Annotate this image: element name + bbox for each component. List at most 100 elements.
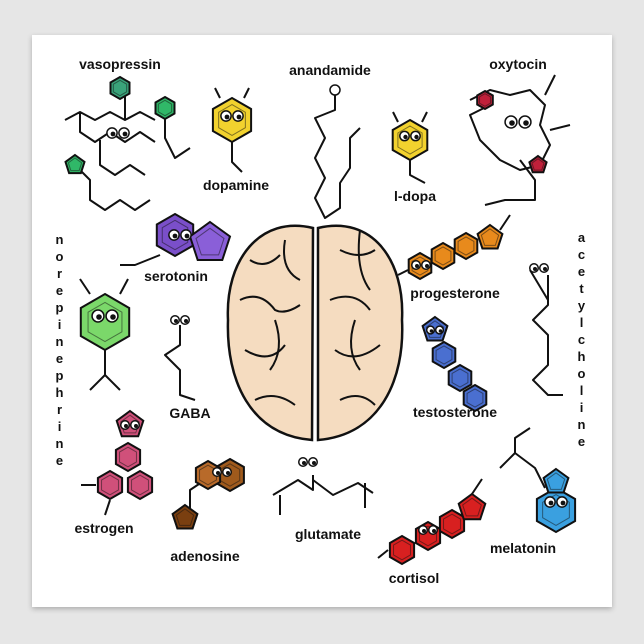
brain-right-hemisphere bbox=[316, 224, 404, 442]
estrogen-ring bbox=[126, 469, 154, 501]
estrogen-ring-inner bbox=[119, 446, 137, 468]
oxytocin-pupil bbox=[523, 120, 529, 126]
label-serotonin: serotonin bbox=[144, 268, 208, 284]
serotonin-skeleton bbox=[120, 254, 161, 266]
testosterone-ring-inner bbox=[425, 320, 445, 338]
l-dopa-ring-inner bbox=[397, 125, 423, 155]
acetylcholine-pupil bbox=[543, 267, 547, 271]
vasopressin-ring-1-inner bbox=[112, 79, 128, 97]
brain-fold bbox=[339, 395, 376, 406]
oxytocin-skeleton bbox=[469, 74, 571, 206]
brain-fold bbox=[334, 344, 381, 358]
progesterone-pupil bbox=[415, 264, 419, 268]
testosterone-ring bbox=[431, 340, 457, 370]
brain-fold bbox=[239, 295, 301, 313]
melatonin-pupil bbox=[548, 500, 554, 506]
brain-left-hemisphere bbox=[226, 224, 315, 442]
brain-fold bbox=[283, 239, 301, 281]
vasopressin-pupil bbox=[110, 131, 116, 137]
serotonin-pupil bbox=[184, 233, 190, 239]
l-dopa-pupil bbox=[414, 134, 419, 140]
label-norepinephrine: norepinephrine bbox=[52, 232, 67, 470]
adenosine-ring-3-inner bbox=[175, 508, 195, 526]
acetylcholine-skeleton bbox=[529, 269, 563, 396]
progesterone-ring-inner bbox=[480, 228, 500, 246]
label-anandamide: anandamide bbox=[289, 62, 371, 78]
estrogen-ring bbox=[114, 441, 142, 473]
progesterone-ring-inner bbox=[457, 236, 475, 256]
estrogen-ring-inner bbox=[131, 474, 149, 496]
brain-fold bbox=[357, 229, 371, 291]
oxytocin-pupil bbox=[509, 120, 515, 126]
cortisol-skeleton bbox=[377, 478, 483, 559]
testosterone-ring-inner bbox=[466, 388, 484, 408]
l-dopa-pupil bbox=[403, 134, 408, 140]
glutamate-pupil bbox=[302, 461, 306, 465]
testosterone-ring-inner bbox=[451, 368, 469, 388]
brain-fold bbox=[244, 344, 286, 358]
serotonin-ring-2-inner bbox=[195, 227, 225, 256]
label-l-dopa: l-dopa bbox=[394, 188, 436, 204]
brain-fold bbox=[269, 319, 280, 371]
testosterone-ring bbox=[462, 383, 488, 413]
gaba-skeleton bbox=[164, 325, 196, 401]
brain-fold bbox=[249, 254, 281, 265]
melatonin-ring-2-inner bbox=[546, 472, 566, 490]
label-estrogen: estrogen bbox=[74, 520, 134, 536]
oxytocin-ring-2-inner bbox=[531, 158, 545, 171]
label-acetylcholine: acetylcholine bbox=[574, 230, 589, 451]
glutamate-pupil bbox=[312, 461, 316, 465]
dopamine-skeleton bbox=[214, 87, 250, 173]
vasopressin-ring-3-inner bbox=[67, 157, 83, 172]
progesterone-ring-inner bbox=[434, 246, 452, 266]
testosterone-pupil bbox=[438, 329, 443, 333]
estrogen-pupil bbox=[134, 424, 138, 428]
dopamine-pupil bbox=[236, 114, 242, 120]
norepinephrine-ring-inner bbox=[87, 301, 123, 343]
cortisol-ring-inner bbox=[393, 539, 411, 561]
brain-fold bbox=[329, 295, 371, 311]
serotonin-pupil bbox=[172, 233, 178, 239]
gaba-pupil bbox=[184, 319, 188, 323]
label-adenosine: adenosine bbox=[170, 548, 240, 564]
cortisol-ring-inner bbox=[462, 497, 482, 517]
label-oxytocin: oxytocin bbox=[489, 56, 547, 72]
anandamide-eye bbox=[329, 84, 341, 96]
label-cortisol: cortisol bbox=[388, 570, 440, 586]
vasopressin-ring-2-inner bbox=[157, 99, 173, 117]
cortisol-pupil bbox=[422, 529, 426, 533]
testosterone-pupil bbox=[429, 329, 434, 333]
anandamide-skeleton bbox=[314, 95, 361, 219]
estrogen-ring bbox=[96, 469, 124, 501]
label-vasopressin: vasopressin bbox=[79, 56, 161, 72]
gaba-pupil bbox=[174, 319, 178, 323]
brain-fold bbox=[254, 395, 296, 406]
progesterone-ring bbox=[453, 231, 479, 261]
melatonin-ring-inner bbox=[542, 494, 570, 526]
norepinephrine-pupil bbox=[110, 314, 116, 320]
testosterone-ring bbox=[447, 363, 473, 393]
acetylcholine-pupil bbox=[533, 267, 537, 271]
label-glutamate: glutamate bbox=[294, 526, 362, 542]
label-gaba: GABA bbox=[169, 405, 211, 421]
melatonin-pupil bbox=[560, 500, 566, 506]
estrogen-ring-inner bbox=[101, 474, 119, 496]
estrogen-skeleton bbox=[81, 484, 111, 516]
label-melatonin: melatonin bbox=[489, 540, 557, 556]
progesterone-pupil bbox=[425, 264, 429, 268]
cortisol-ring-inner bbox=[443, 513, 461, 535]
glutamate-skeleton bbox=[272, 475, 374, 515]
norepinephrine-skeleton bbox=[79, 278, 129, 391]
cortisol-pupil bbox=[432, 529, 436, 533]
progesterone-skeleton bbox=[397, 214, 511, 276]
brain-fold bbox=[350, 319, 361, 371]
adenosine-pupil bbox=[226, 471, 230, 475]
estrogen-pupil bbox=[124, 424, 128, 428]
serotonin-ring-1-inner bbox=[161, 219, 189, 251]
testosterone-ring-inner bbox=[435, 345, 453, 365]
vasopressin-pupil bbox=[122, 131, 128, 137]
oxytocin-ring-1-inner bbox=[479, 93, 491, 107]
adenosine-pupil bbox=[216, 471, 220, 475]
cortisol-ring bbox=[388, 534, 416, 566]
